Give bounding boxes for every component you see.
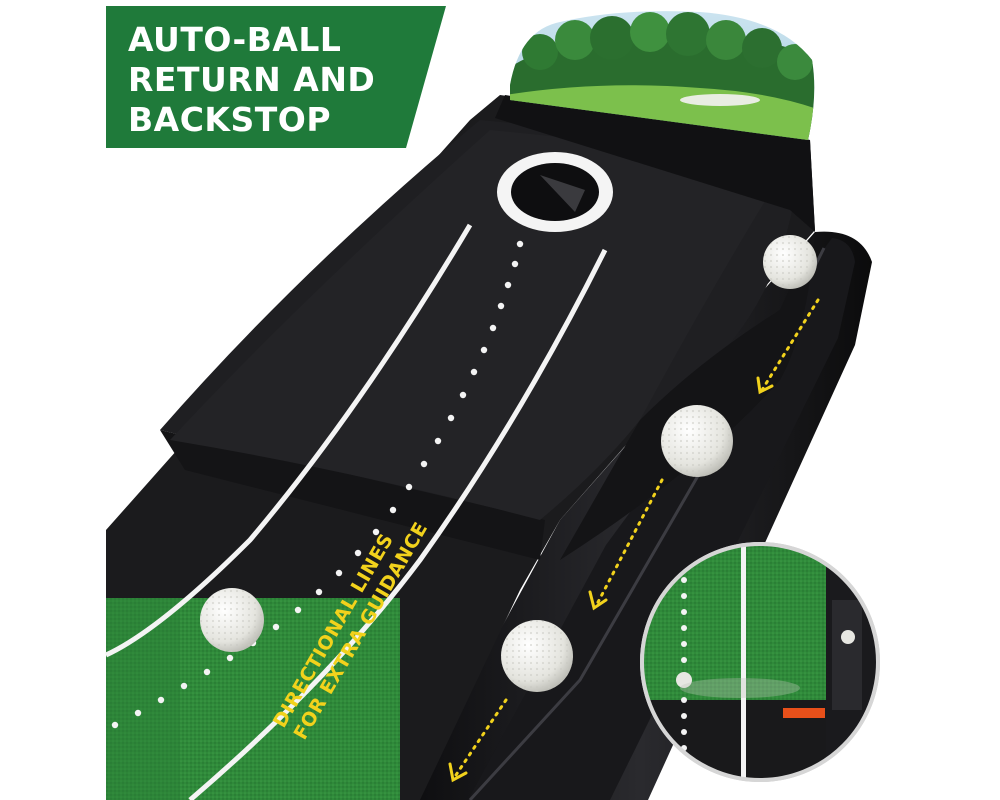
arrowheads [448,376,774,783]
golf-ball [661,405,733,477]
banner-background [106,6,446,148]
cup-hole [497,152,613,232]
golf-ball [200,588,264,652]
return-arrow-icon [452,298,820,780]
green-turf [106,598,400,800]
banner-line: RETURN AND [128,60,376,99]
banner-line: AUTO-BALL [128,20,342,59]
backstop-scene [495,11,815,232]
banner-line: BACKSTOP [128,100,331,139]
directional-lines [104,223,608,800]
banner-title: AUTO-BALL RETURN AND BACKSTOP [128,20,428,140]
detail-magnifier [640,542,880,782]
golf-ball [501,620,573,692]
golf-ball [763,235,817,289]
